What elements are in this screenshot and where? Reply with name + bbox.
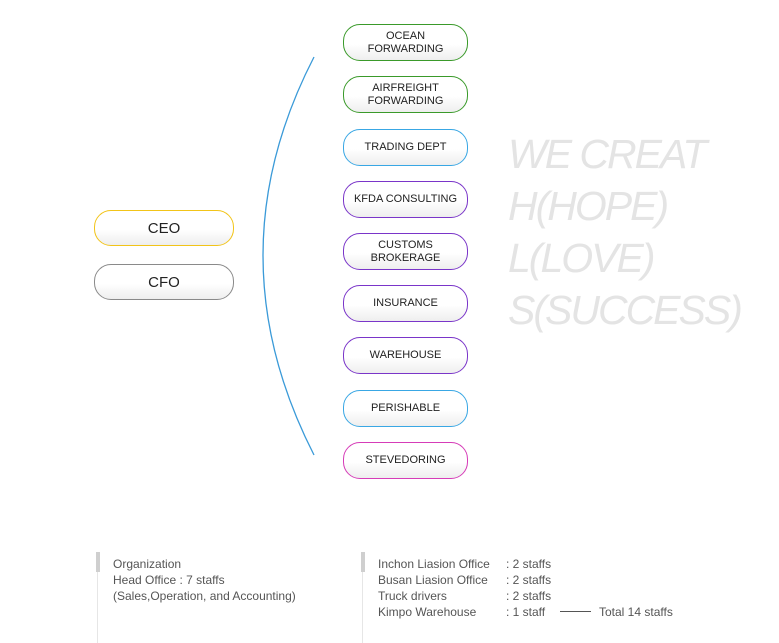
kimpo-warehouse-value: : 1 staff [506,605,546,619]
dept-trading: TRADING DEPT [343,129,468,166]
dept-label: TRADING DEPT [364,141,447,153]
dept-label-line: CUSTOMS [378,238,433,251]
total-connector-line [560,611,591,612]
inchon-office-label: Inchon Liasion Office [378,557,490,571]
cfo-label: CFO [148,273,180,291]
dept-label-line: BROKERAGE [370,251,441,264]
ceo-box: CEO [94,210,234,246]
motto-line-4: S(SUCCESS) [508,287,743,333]
dept-label: PERISHABLE [370,402,441,414]
motto-line-3: L(LOVE) [508,235,655,281]
busan-office-value: : 2 staffs [506,573,552,587]
info-left-bar [96,552,100,572]
kimpo-warehouse-label: Kimpo Warehouse [378,605,477,619]
motto-line-1: WE CREAT [508,131,707,177]
dept-label-line: OCEAN [385,29,426,42]
truck-drivers-label: Truck drivers [378,589,447,603]
organization-heading: Organization [113,557,182,571]
dept-label: STEVEDORING [365,454,446,466]
dept-label: INSURANCE [373,297,438,309]
dept-label: KFDA CONSULTING [353,193,458,205]
dept-label-line: AIRFREIGHT [372,81,439,94]
inchon-office-value: : 2 staffs [506,557,552,571]
info-right-bar [361,552,365,572]
truck-drivers-value: : 2 staffs [506,589,552,603]
busan-office-label: Busan Liasion Office [378,573,488,587]
cfo-box: CFO [94,264,234,300]
motto-line-2: H(HOPE) [508,183,669,229]
connector-curve [262,56,315,456]
info-right-divider [362,572,363,643]
dept-label: WAREHOUSE [369,349,442,361]
info-left-divider [97,572,98,643]
dept-label-line: FORWARDING [367,94,444,107]
head-office-staffs: Head Office : 7 staffs [113,573,225,587]
dept-stevedoring: STEVEDORING [343,442,468,479]
dept-perishable: PERISHABLE [343,390,468,427]
dept-kfda-consulting: KFDA CONSULTING [343,181,468,218]
dept-warehouse: WAREHOUSE [343,337,468,374]
total-staffs: Total 14 staffs [599,605,673,619]
head-office-departments: (Sales,Operation, and Accounting) [113,589,296,603]
dept-label-line: FORWARDING [367,42,444,55]
dept-insurance: INSURANCE [343,285,468,322]
ceo-label: CEO [147,219,181,237]
